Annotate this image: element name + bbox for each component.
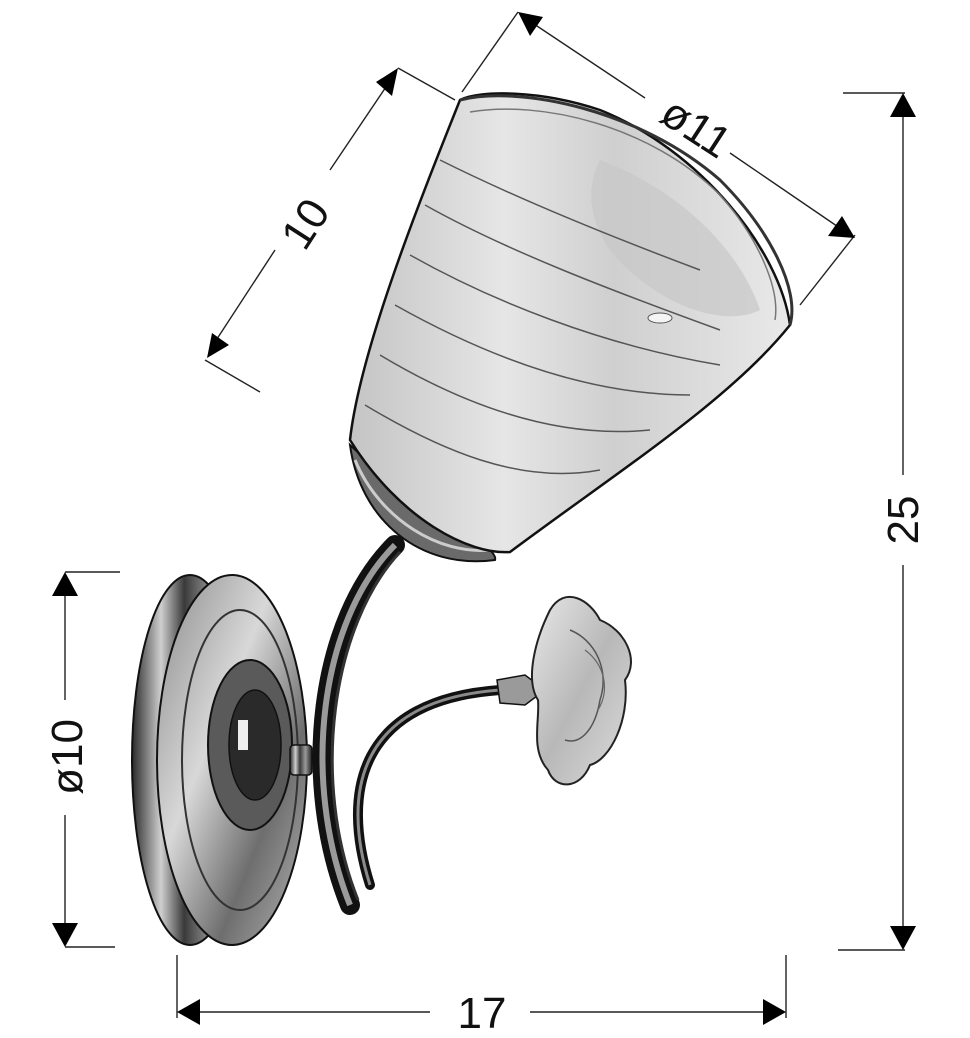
shade-stripes [364,159,721,475]
total-depth-label: 17 [458,989,507,1038]
wall-base-plate [131,574,313,946]
glass-shade [348,92,794,554]
lamp-illustration [131,92,794,946]
dimension-total-height: 25 [838,92,928,951]
total-height-label: 25 [879,496,928,545]
dimension-total-depth: 17 [176,955,787,1038]
secondary-arm [352,685,505,890]
main-arm [312,535,405,915]
dimension-base-diameter: ø10 [43,571,120,948]
rose-ornament [496,596,632,786]
base-diameter-label: ø10 [43,719,92,795]
shade-length-label: 10 [272,190,340,258]
